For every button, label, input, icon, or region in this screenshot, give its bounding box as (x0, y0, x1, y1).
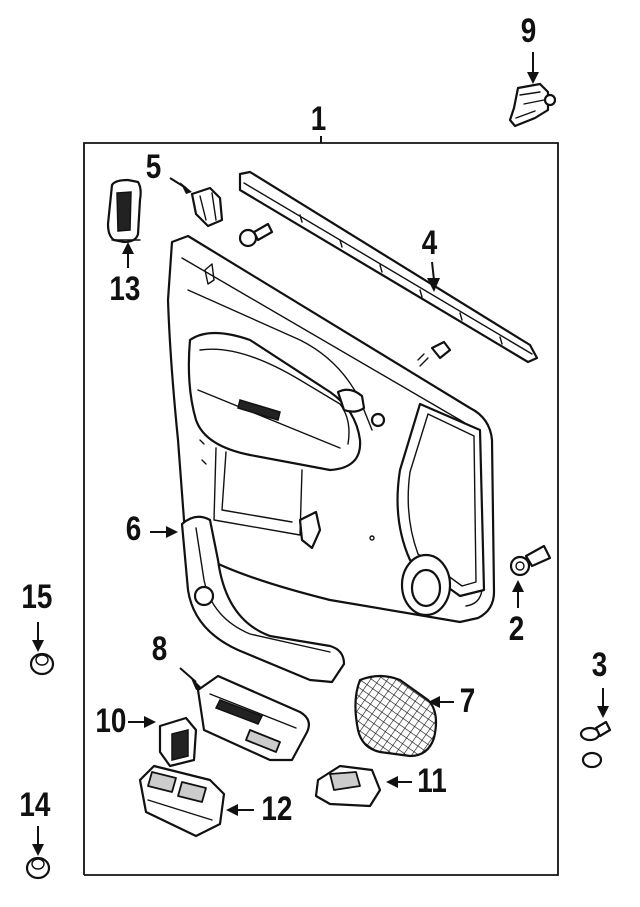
leader-arrows (32, 52, 609, 856)
part-2-clip (509, 544, 552, 577)
part-6-armrest (180, 515, 346, 684)
callout-14: 14 (19, 786, 51, 824)
part-14-clip (25, 856, 51, 880)
callout-5: 5 (145, 148, 162, 186)
part-3-grommets (579, 720, 612, 769)
part-9-bracket (508, 82, 557, 128)
panel-screw (417, 340, 452, 367)
part-15-clip (29, 652, 55, 676)
part-12-master-switch (138, 764, 226, 838)
door-trim-panel (166, 234, 496, 624)
part-4-weatherstrip (238, 170, 539, 364)
callout-4: 4 (421, 224, 438, 262)
part-10-switch (158, 716, 198, 768)
callout-11: 11 (417, 762, 447, 800)
part-7-speaker-grille (354, 674, 438, 758)
callout-13: 13 (109, 270, 141, 308)
assembly-frame (83, 142, 559, 876)
part-8-switch-bezel (196, 674, 311, 762)
panel-clip-top (238, 222, 274, 248)
callout-9: 9 (520, 12, 537, 50)
part-13-handle-bezel (106, 178, 142, 244)
callout-10: 10 (95, 702, 127, 740)
part-11-switch (314, 764, 382, 808)
callout-2: 2 (508, 610, 525, 648)
callout-7: 7 (459, 682, 476, 720)
callout-15: 15 (21, 578, 53, 616)
callout-6: 6 (125, 510, 142, 548)
callout-12: 12 (261, 790, 293, 828)
callout-3: 3 (591, 646, 608, 684)
callout-8: 8 (151, 630, 168, 668)
part-5-clip (190, 186, 224, 228)
callout-1: 1 (310, 100, 327, 138)
